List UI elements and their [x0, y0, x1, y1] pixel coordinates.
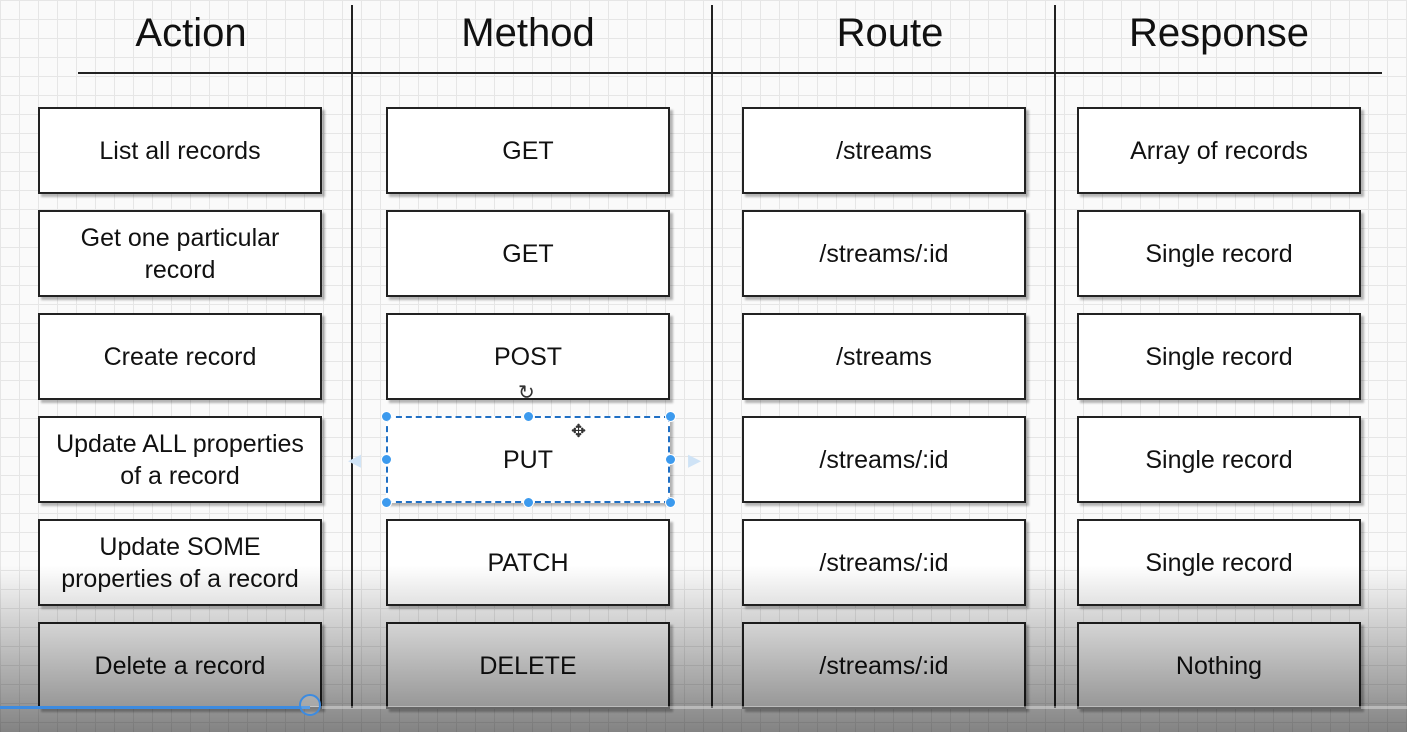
- response-text: Single record: [1145, 239, 1293, 268]
- method-cell[interactable]: GET: [386, 210, 670, 297]
- method-text: PATCH: [487, 548, 569, 577]
- response-cell[interactable]: Array of records: [1077, 107, 1361, 194]
- method-text: PUT: [503, 445, 553, 474]
- method-text: POST: [493, 342, 563, 371]
- action-text: Create record: [103, 342, 257, 371]
- action-cell[interactable]: Update ALL properties of a record: [38, 416, 322, 503]
- method-cell[interactable]: DELETE: [386, 622, 670, 709]
- video-progress: [0, 706, 310, 709]
- method-cell-selected[interactable]: PUT: [386, 416, 670, 503]
- column-divider-3: [1054, 5, 1056, 708]
- resize-handle-se[interactable]: [665, 497, 676, 508]
- action-text: Update SOME properties of a record: [61, 532, 299, 593]
- response-text: Single record: [1145, 445, 1293, 474]
- route-cell[interactable]: /streams: [742, 107, 1026, 194]
- resize-handle-n[interactable]: [523, 411, 534, 422]
- response-text: Single record: [1145, 342, 1293, 371]
- resize-handle-sw[interactable]: [381, 497, 392, 508]
- header-divider: [78, 72, 1382, 74]
- response-text: Array of records: [1130, 136, 1308, 165]
- action-cell[interactable]: Update SOME properties of a record: [38, 519, 322, 606]
- response-cell[interactable]: Single record: [1077, 210, 1361, 297]
- resize-handle-nw[interactable]: [381, 411, 392, 422]
- action-cell[interactable]: List all records: [38, 107, 322, 194]
- action-text: Delete a record: [94, 651, 266, 680]
- action-cell[interactable]: Delete a record: [38, 622, 322, 709]
- route-text: /streams/:id: [819, 548, 949, 577]
- response-text: Nothing: [1175, 651, 1263, 680]
- response-cell[interactable]: Single record: [1077, 416, 1361, 503]
- move-cursor-icon: ✥: [571, 421, 587, 441]
- route-cell[interactable]: /streams/:id: [742, 210, 1026, 297]
- response-cell[interactable]: Single record: [1077, 519, 1361, 606]
- video-seek-bar[interactable]: [0, 706, 1407, 709]
- method-text: GET: [502, 239, 554, 268]
- route-text: /streams/:id: [819, 239, 949, 268]
- route-text: /streams/:id: [819, 445, 949, 474]
- route-cell[interactable]: /streams/:id: [742, 416, 1026, 503]
- header-response: Response: [1128, 11, 1310, 55]
- action-cell[interactable]: Get one particular record: [38, 210, 322, 297]
- response-cell[interactable]: Nothing: [1077, 622, 1361, 709]
- connect-arrow-right-icon[interactable]: ▸: [688, 444, 702, 474]
- route-cell[interactable]: /streams: [742, 313, 1026, 400]
- route-cell[interactable]: /streams/:id: [742, 622, 1026, 709]
- response-text: Single record: [1145, 548, 1293, 577]
- column-divider-2: [711, 5, 713, 708]
- rotate-handle-icon[interactable]: ↻: [518, 382, 535, 404]
- method-cell[interactable]: PATCH: [386, 519, 670, 606]
- route-cell[interactable]: /streams/:id: [742, 519, 1026, 606]
- route-text: /streams/:id: [819, 651, 949, 680]
- method-text: GET: [502, 136, 554, 165]
- action-cell[interactable]: Create record: [38, 313, 322, 400]
- action-text: List all records: [99, 136, 261, 165]
- header-action: Action: [135, 11, 247, 55]
- header-method: Method: [461, 11, 595, 55]
- video-seek-handle[interactable]: [299, 694, 321, 716]
- resize-handle-s[interactable]: [523, 497, 534, 508]
- method-text: DELETE: [479, 651, 577, 680]
- resize-handle-w[interactable]: [381, 454, 392, 465]
- method-cell[interactable]: GET: [386, 107, 670, 194]
- action-text: Update ALL properties of a record: [56, 429, 304, 490]
- resize-handle-ne[interactable]: [665, 411, 676, 422]
- route-text: /streams: [836, 342, 932, 371]
- method-cell[interactable]: POST: [386, 313, 670, 400]
- route-text: /streams: [836, 136, 932, 165]
- header-route: Route: [836, 11, 944, 55]
- column-divider-1: [351, 5, 353, 708]
- resize-handle-e[interactable]: [665, 454, 676, 465]
- connect-arrow-left-icon[interactable]: ◂: [348, 444, 362, 474]
- action-text: Get one particular record: [80, 223, 280, 284]
- response-cell[interactable]: Single record: [1077, 313, 1361, 400]
